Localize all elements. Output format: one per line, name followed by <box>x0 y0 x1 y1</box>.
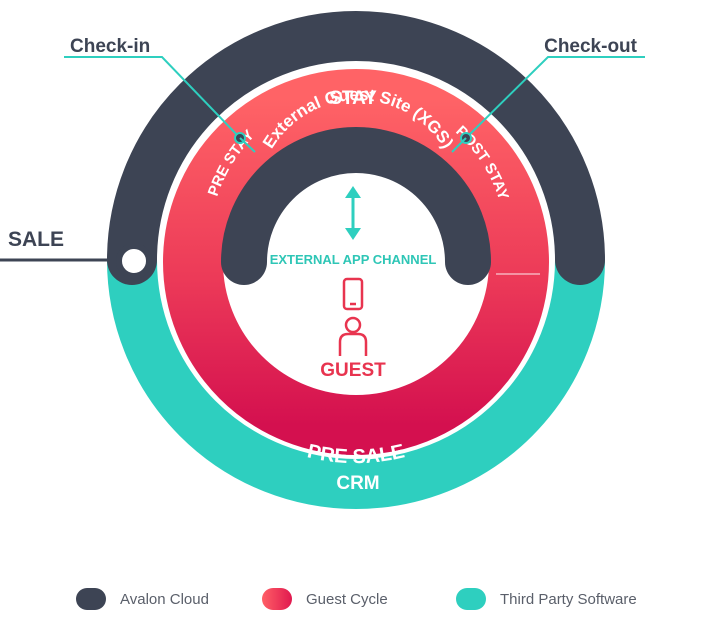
person-icon <box>338 316 368 356</box>
crm-label: CRM <box>336 473 379 494</box>
avalon-cloud-swatch <box>76 588 106 610</box>
double-arrow-icon <box>345 186 361 240</box>
legend-item-third-party-software: Third Party Software <box>456 584 637 614</box>
check-in-label: Check-in <box>70 36 150 57</box>
check-in-callout: Check-in <box>64 36 256 153</box>
legend-item-guest-cycle: Guest Cycle <box>262 584 388 614</box>
legend-label: Avalon Cloud <box>120 590 209 608</box>
sale-callout: SALE <box>0 228 152 279</box>
third-party-software-swatch <box>456 588 486 610</box>
crm-ring <box>107 235 605 509</box>
legend-label: Third Party Software <box>500 590 637 608</box>
gex-arc <box>107 11 605 285</box>
legend-item-avalon-cloud: Avalon Cloud <box>76 584 209 614</box>
check-out-callout: Check-out <box>451 36 645 153</box>
stay-label: STAY <box>329 88 377 109</box>
sale-label: SALE <box>8 228 64 251</box>
check-out-label: Check-out <box>544 36 638 57</box>
xgs-arc <box>221 127 491 285</box>
guest-cycle-swatch <box>262 588 292 610</box>
external-app-channel-label: EXTERNAL APP CHANNEL <box>270 252 437 267</box>
phone-icon <box>342 277 364 311</box>
guest-label: GUEST <box>320 360 386 381</box>
guest-cycle-ring <box>163 69 549 455</box>
legend-label: Guest Cycle <box>306 590 388 608</box>
